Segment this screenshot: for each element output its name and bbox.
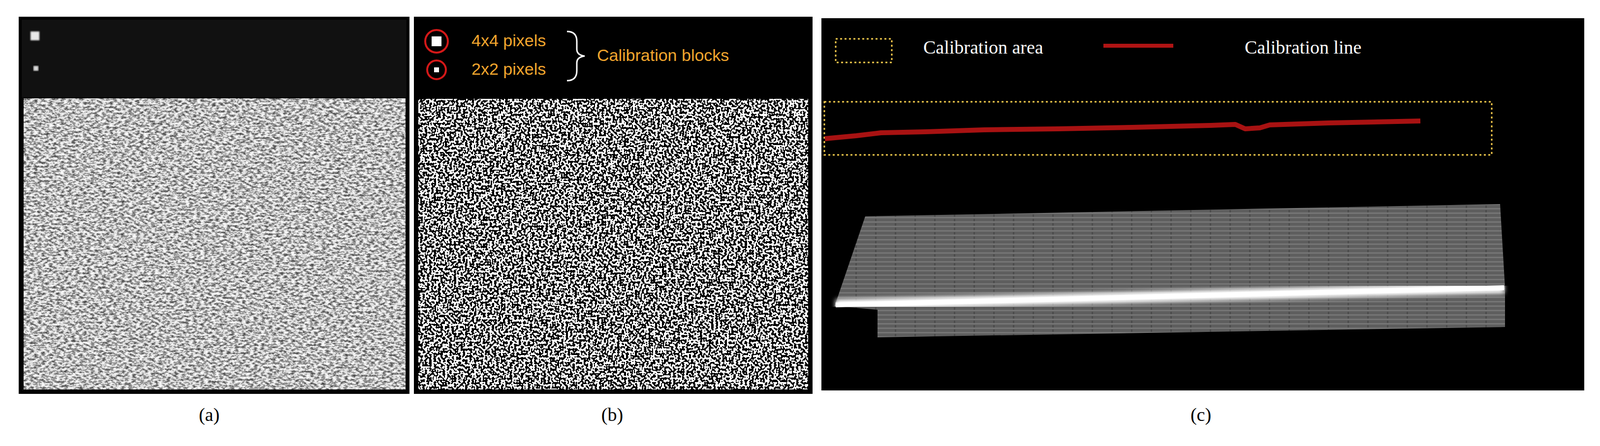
panel-c	[821, 18, 1585, 391]
panel-caption: (b)	[601, 404, 624, 427]
panel-b	[415, 18, 812, 393]
legend-swatch-area	[835, 38, 892, 63]
calibration-block	[30, 31, 40, 41]
calibration-line	[824, 121, 1421, 139]
calibration-area	[824, 101, 1492, 156]
random-pattern	[418, 98, 809, 390]
brace	[566, 31, 585, 81]
calibration-block	[33, 65, 39, 71]
panel-caption: (c)	[1190, 404, 1212, 427]
legend-text: Calibration line	[1244, 36, 1362, 59]
marker-circle	[425, 30, 448, 53]
bright-line	[835, 287, 1505, 306]
block-size-label: 4x4 pixels	[471, 31, 546, 51]
marker-circle	[427, 60, 446, 80]
legend-swatch-line	[1103, 43, 1174, 48]
speckle-image	[23, 98, 406, 390]
block-size-label: 2x2 pixels	[471, 59, 546, 79]
legend-text: Calibration area	[923, 36, 1044, 59]
calibration-block	[434, 67, 440, 73]
panel-a	[20, 18, 408, 393]
grey-block	[834, 204, 1506, 338]
calibration-block	[431, 36, 442, 47]
panel-caption: (a)	[198, 404, 220, 427]
bright-line-core	[835, 287, 1505, 306]
group-label: Calibration blocks	[596, 45, 729, 65]
